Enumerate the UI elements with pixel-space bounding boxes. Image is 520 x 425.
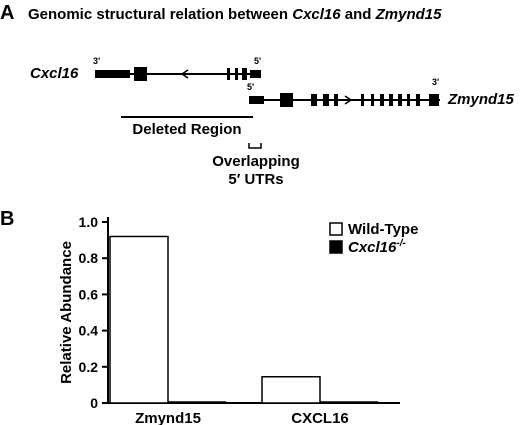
zmynd15-exon xyxy=(361,94,364,106)
zmynd15-exon xyxy=(280,93,293,107)
panel-b-letter: B xyxy=(0,208,15,230)
cxcl16-direction-arrow xyxy=(180,69,189,79)
overlap-bracket xyxy=(248,143,262,149)
zmynd15-exon xyxy=(389,94,393,106)
x-tick-label: CXCL16 xyxy=(291,410,349,425)
zmynd15-exon xyxy=(398,94,402,106)
cxcl16-exon xyxy=(242,68,247,80)
legend-superscript: -/- xyxy=(396,238,406,249)
zmynd15-exon xyxy=(311,94,317,106)
zmynd15-exon xyxy=(323,94,329,106)
y-tick-label: 0.6 xyxy=(79,286,99,302)
title-gene-1: Cxcl16 xyxy=(292,6,341,23)
cxcl16-gene-structure xyxy=(95,67,261,81)
y-tick-label: 1.0 xyxy=(79,214,99,230)
gene-label-zmynd15: Zmynd15 xyxy=(448,91,514,108)
cxcl16-3prime-label: 3' xyxy=(93,56,101,66)
zmynd15-gene-structure xyxy=(249,93,440,107)
legend-label: Wild-Type xyxy=(348,221,418,238)
zmynd15-exon xyxy=(334,94,338,106)
gene-label-cxcl16: Cxcl16 xyxy=(30,65,79,82)
overlap-label-line1: Overlapping xyxy=(212,153,300,170)
cxcl16-5prime-label: 5' xyxy=(254,56,262,66)
y-tick-label: 0 xyxy=(90,395,98,411)
y-tick-label: 0.2 xyxy=(79,359,99,375)
zmynd15-5prime-label: 5' xyxy=(247,82,255,92)
cxcl16-exon xyxy=(134,67,147,81)
panel-a-letter: A xyxy=(0,2,15,24)
zmynd15-exon xyxy=(407,94,410,106)
y-tick-label: 0.8 xyxy=(79,250,99,266)
zmynd15-direction-arrow xyxy=(344,95,353,105)
legend-label: Cxcl16-/- xyxy=(348,238,406,256)
legend-swatch xyxy=(329,240,343,254)
zmynd15-exon xyxy=(371,94,374,106)
chart-bars xyxy=(109,235,379,404)
cxcl16-exon xyxy=(235,68,238,80)
zmynd15-5utr-exon xyxy=(249,96,264,104)
cxcl16-5utr-exon xyxy=(250,70,261,78)
cxcl16-exon xyxy=(227,68,230,80)
deleted-region-label: Deleted Region xyxy=(132,121,242,138)
bar-cxcl16-series-0 xyxy=(261,376,321,404)
cxcl16-3utr-exon xyxy=(95,70,130,78)
panel-a-title: Genomic structural relation between Cxcl… xyxy=(28,6,441,23)
title-gene-2: Zmynd15 xyxy=(375,6,442,23)
legend-swatch xyxy=(329,222,343,236)
zmynd15-exon xyxy=(380,94,384,106)
bar-zmynd15-series-0 xyxy=(109,235,169,404)
y-tick-label: 0.4 xyxy=(79,323,99,339)
bar-zmynd15-series-1 xyxy=(167,401,227,404)
y-axis-label: Relative Abundance xyxy=(58,241,75,384)
x-tick-label: Zmynd15 xyxy=(135,410,201,425)
title-text-and: and xyxy=(340,6,376,23)
bar-cxcl16-series-1 xyxy=(319,401,379,404)
title-text-1: Genomic structural relation between xyxy=(28,6,293,23)
zmynd15-exon xyxy=(416,94,420,106)
overlap-label-line2: 5′ UTRs xyxy=(228,171,284,188)
zmynd15-3prime-label: 3' xyxy=(432,77,440,87)
zmynd15-3utr-exon xyxy=(429,94,439,106)
